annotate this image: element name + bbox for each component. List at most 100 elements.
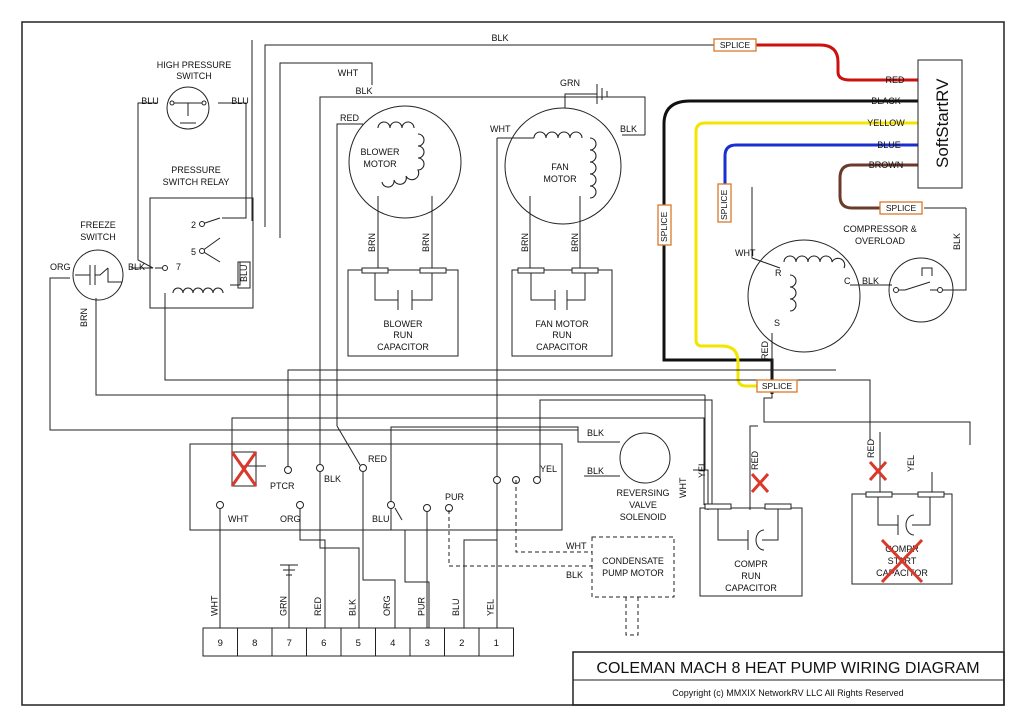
- label-blk-2: BLK: [355, 86, 372, 96]
- high-pressure-label-1: HIGH PRESSURE: [157, 60, 232, 70]
- red-wire: [755, 43, 918, 82]
- relay-label-2: SWITCH RELAY: [163, 177, 230, 187]
- crc-label-3: CAPACITOR: [725, 583, 777, 593]
- terminal-number: 2: [459, 638, 464, 649]
- fan-motor: FAN MOTOR GRN WHT BLK BRN BRN: [490, 78, 637, 252]
- relay-terminal-5: 5: [191, 247, 196, 257]
- black-wire: [662, 99, 918, 394]
- splice-brown: SPLICE: [879, 201, 923, 215]
- freeze-org: ORG: [50, 262, 71, 272]
- high-pressure-label-2: SWITCH: [176, 71, 212, 81]
- terminal-wire-color: WHT: [209, 595, 219, 616]
- fan-wht: WHT: [490, 124, 511, 134]
- condensate-wht: WHT: [566, 541, 587, 551]
- compressor-run-capacitor: WHT YEL RED COMPR RUN CAPACITOR: [678, 450, 803, 597]
- board-pur: PUR: [445, 492, 465, 502]
- rv-label-1: REVERSING: [616, 488, 669, 498]
- board-ptcr: PTCR: [270, 481, 295, 491]
- blue-wire: [723, 143, 918, 186]
- terminal-number: 9: [218, 638, 223, 649]
- csc-yel: YEL: [906, 455, 916, 472]
- compressor-start-capacitor: RED YEL COMPR START CAPACITOR: [851, 438, 953, 585]
- label-blk-top: BLK: [491, 33, 508, 43]
- terminal-block-frame: [202, 627, 514, 657]
- splice-blue-label: SPLICE: [719, 189, 729, 220]
- blower-motor: BLOWER MOTOR RED BRN BRN: [340, 105, 462, 252]
- splice-yellow: SPLICE: [756, 379, 798, 393]
- softstart-wire-black: BLACK: [871, 96, 901, 106]
- crc-label-2: RUN: [741, 571, 761, 581]
- blower-run-capacitor: BLOWER RUN CAPACITOR: [347, 267, 459, 357]
- compressor-label-2: OVERLOAD: [855, 236, 906, 246]
- terminal-number: 1: [494, 638, 499, 649]
- relay-label-1: PRESSURE: [171, 165, 221, 175]
- diagram-title: COLEMAN MACH 8 HEAT PUMP WIRING DIAGRAM: [596, 660, 979, 677]
- blower-brn-right: BRN: [421, 233, 431, 252]
- copyright: Copyright (c) MMXIX NetworkRV LLC All Ri…: [672, 688, 903, 698]
- label-wht-top: WHT: [338, 68, 359, 78]
- relay-blk: BLK: [128, 262, 145, 272]
- brown-wire: [838, 163, 918, 210]
- crc-label-1: COMPR: [734, 559, 768, 569]
- fan-brn-left: BRN: [520, 233, 530, 252]
- blower-brn-left: BRN: [367, 233, 377, 252]
- compressor-overload: COMPRESSOR & OVERLOAD R C S WHT BLK BLK …: [735, 224, 962, 360]
- splice-top-label: SPLICE: [720, 40, 751, 50]
- relay-blu: BLU: [239, 264, 249, 282]
- terminal-number: 8: [252, 638, 257, 649]
- terminal-number: 6: [321, 638, 326, 649]
- high-pressure-switch: HIGH PRESSURE SWITCH BLU BLU: [141, 60, 249, 130]
- freeze-label-2: SWITCH: [80, 232, 116, 242]
- board-org: ORG: [280, 514, 301, 524]
- terminal-wire-color: BLK: [347, 599, 357, 616]
- terminal-number: 4: [390, 638, 395, 649]
- splice-blue: SPLICE: [717, 183, 732, 223]
- compressor-blk-2: BLK: [952, 233, 962, 250]
- title-block: COLEMAN MACH 8 HEAT PUMP WIRING DIAGRAM …: [572, 651, 1005, 706]
- terminal-wire-color: RED: [313, 596, 323, 616]
- compressor-red: RED: [760, 340, 770, 360]
- compressor-label-1: COMPRESSOR &: [843, 224, 917, 234]
- compressor-s: S: [774, 318, 780, 328]
- pressure-switch-relay: PRESSURE SWITCH RELAY 2 5 7 BLU BLK: [128, 165, 254, 309]
- terminal-wire-color: BLU: [451, 598, 461, 616]
- board-yel: YEL: [540, 464, 557, 474]
- board-blu: BLU: [372, 514, 390, 524]
- freeze-label-1: FREEZE: [80, 220, 116, 230]
- hp-blu-left: BLU: [141, 96, 159, 106]
- blower-motor-label-2: MOTOR: [363, 159, 397, 169]
- condensate-blk: BLK: [566, 570, 583, 580]
- crc-wht: WHT: [678, 477, 688, 498]
- splice-top: SPLICE: [713, 38, 757, 52]
- board-red: RED: [368, 454, 388, 464]
- freeze-brn: BRN: [79, 308, 89, 327]
- splice-black-label: SPLICE: [659, 211, 669, 242]
- fan-grn: GRN: [560, 78, 580, 88]
- fan-motor-label-2: MOTOR: [543, 174, 577, 184]
- csc-label-3: CAPACITOR: [876, 568, 928, 578]
- fan-blk: BLK: [620, 124, 637, 134]
- freeze-switch: FREEZE SWITCH ORG BRN: [50, 220, 124, 327]
- crc-red: RED: [750, 450, 760, 470]
- board-blk: BLK: [324, 474, 341, 484]
- splice-brown-label: SPLICE: [886, 203, 917, 213]
- board-wht: WHT: [228, 514, 249, 524]
- crc-yel: YEL: [697, 461, 707, 478]
- blower-cap-label-2: RUN: [393, 330, 413, 340]
- diagram-border: [21, 21, 1005, 706]
- splice-black: SPLICE: [657, 204, 672, 246]
- splice-yellow-label: SPLICE: [762, 381, 793, 391]
- softstart-module: SoftStartRV RED BLACK YELLOW BLUE BROWN: [867, 59, 963, 189]
- thin-wires: [49, 40, 971, 510]
- board-to-terminal-wires: [219, 472, 498, 628]
- relay-terminal-2: 2: [191, 220, 196, 230]
- control-board: PTCR WHT ORG BLK RED BLU PUR YEL: [189, 425, 563, 531]
- csc-label-1: COMPR: [885, 544, 919, 554]
- compressor-r: R: [775, 268, 782, 278]
- terminal-wire-color: ORG: [382, 595, 392, 616]
- fan-cap-label-2: RUN: [552, 330, 572, 340]
- compressor-wht: WHT: [735, 248, 756, 258]
- rv-blk-mid: BLK: [587, 466, 604, 476]
